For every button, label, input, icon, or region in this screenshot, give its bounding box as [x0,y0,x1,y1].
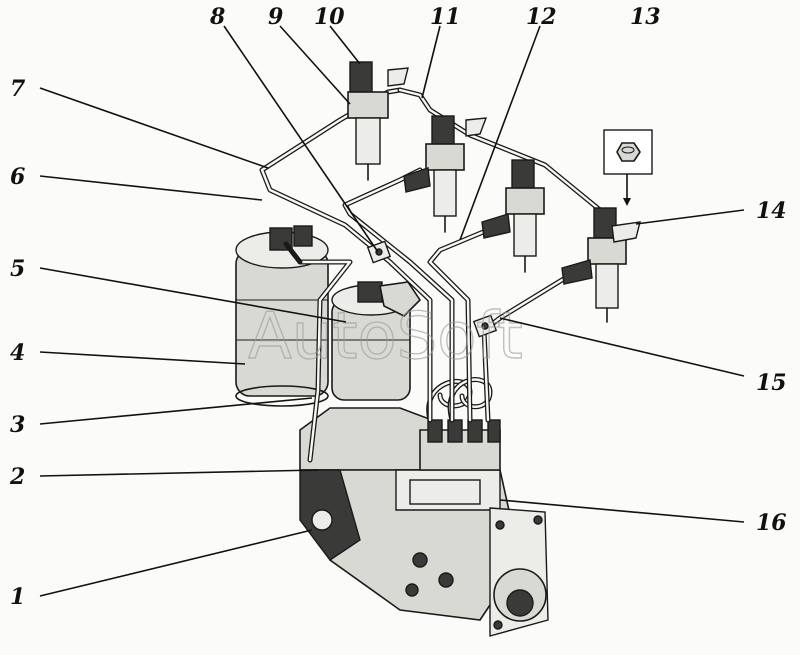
leader-7 [39,87,269,169]
leader-2 [39,469,319,477]
leader-6 [39,175,263,201]
callout-labels: 1 2 3 4 5 6 7 8 9 10 11 12 13 14 15 16 [9,4,787,610]
callout-16: 16 [756,510,787,536]
callout-13: 13 [630,4,661,30]
watermark-text: AutoSoft [248,300,523,374]
callout-10: 10 [314,4,345,30]
leader-1 [39,529,313,597]
injector-2 [403,115,465,233]
callout-11: 11 [430,4,461,30]
fuel-filter-left [235,225,329,407]
callout-3: 3 [10,412,25,438]
injector-4 [561,207,627,323]
callout-4: 4 [10,340,25,366]
leader-lines [39,25,745,597]
callout-6: 6 [10,164,25,190]
leader-14 [635,209,745,225]
callout-9: 9 [268,4,283,30]
leader-5 [39,267,347,323]
injector-3 [481,159,545,273]
leader-4 [39,351,246,365]
leader-10 [329,25,361,65]
leader-16 [499,499,745,523]
injector-bracket [387,67,641,243]
injector-1 [347,61,389,181]
callout-15: 15 [756,370,787,396]
leader-8 [223,25,379,253]
pump-delivery-coils [426,377,493,423]
callout-12: 12 [526,4,557,30]
callout-14: 14 [756,198,787,224]
callout-5: 5 [10,256,25,282]
callout-2: 2 [9,464,25,490]
nut-detail [603,129,653,206]
leader-3 [39,397,313,425]
leader-15 [499,317,745,377]
callout-1: 1 [10,584,25,610]
leader-9 [279,25,351,105]
callout-8: 8 [209,4,225,30]
fuel-filter-right [331,281,422,401]
leader-12 [459,25,541,241]
leader-11 [421,25,441,99]
callout-7: 7 [10,76,26,102]
pipe-clamps [366,240,498,338]
injection-pump [299,407,521,621]
pump-drive-flange [489,507,549,637]
